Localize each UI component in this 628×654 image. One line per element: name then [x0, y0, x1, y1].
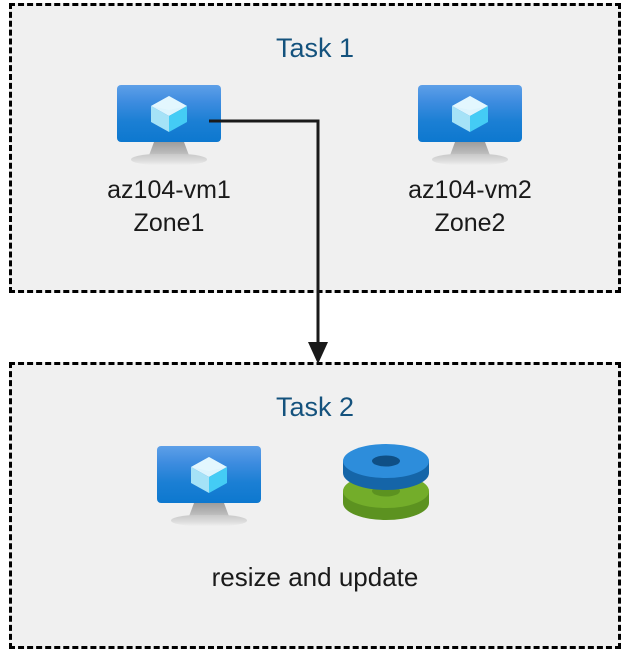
monitor-base	[171, 515, 247, 526]
task-2-container: Task 2 resize and upda	[9, 362, 621, 649]
vm-label-az104-vm1: az104-vm1 Zone1	[107, 176, 231, 237]
managed-disks-icon[interactable]	[334, 441, 438, 525]
cube-icon	[151, 96, 187, 132]
arrowhead-icon	[308, 342, 328, 364]
task-2-caption: resize and update	[211, 562, 419, 592]
vm-label-az104-vm2: az104-vm2 Zone2	[408, 176, 532, 237]
vm-icon-az104-vm1[interactable]	[117, 85, 221, 165]
monitor-base	[432, 154, 508, 165]
task-2-title: Task 2	[275, 392, 355, 422]
task-1-title: Task 1	[275, 33, 355, 63]
monitor-base	[131, 154, 207, 165]
task-1-container: Task 1 az104-vm1 Zone1	[9, 3, 621, 293]
cube-icon	[191, 457, 227, 493]
cube-icon	[452, 96, 488, 132]
vm-icon-az104-vm2[interactable]	[418, 85, 522, 165]
vm-icon-task2[interactable]	[157, 446, 261, 526]
